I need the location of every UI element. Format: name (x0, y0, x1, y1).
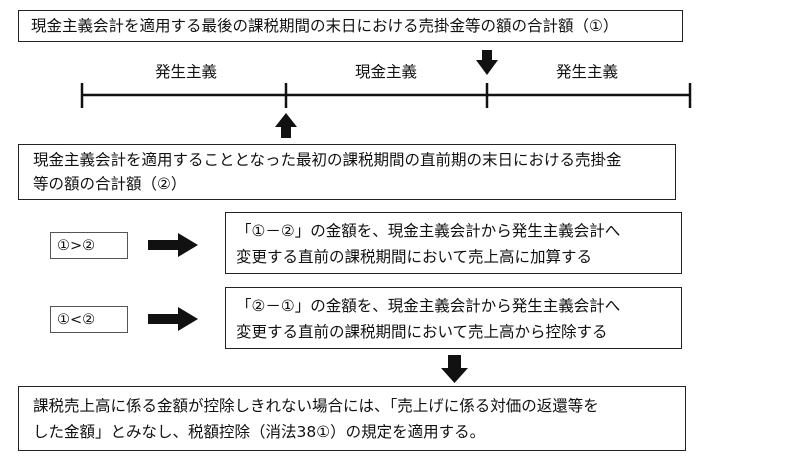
tax-credit-rule-line2: した金額」とみなし、税額控除（消法38①）の規定を適用する。 (33, 423, 486, 441)
tax-credit-rule-line1: 課税売上高に係る金額が控除しきれない場合には、「売上げに係る対価の返還等を (33, 397, 599, 415)
result-box-add: 「①－②」の金額を、現金主義会計から発生主義会計へ 変更する直前の課税期間におい… (225, 212, 682, 274)
timeline-label-cash: 現金主義 (355, 63, 418, 81)
timeline-label-accrual-after: 発生主義 (556, 63, 619, 81)
first-cash-period-receivables-line2: 等の額の合計額（②） (33, 175, 187, 193)
tax-credit-rule-box: 課税売上高に係る金額が控除しきれない場合には、「売上げに係る対価の返還等を した… (18, 386, 686, 451)
result-line2: 変更する直前の課税期間において売上高から控除する (236, 323, 608, 341)
first-cash-period-receivables-line1: 現金主義会計を適用することとなった最初の課税期間の直前期の末日における売掛金 (33, 151, 622, 169)
timeline-label-accrual-before: 発生主義 (155, 63, 218, 81)
condition-box-less: ①<② (50, 306, 128, 333)
condition-text: ①<② (57, 312, 96, 328)
last-cash-period-receivables-box: 現金主義会計を適用する最後の課税期間の末日における売掛金等の額の合計額（①） (18, 10, 683, 42)
right-arrow-icon (148, 233, 198, 257)
result-box-deduct: 「②－①」の金額を、現金主義会計から発生主義会計へ 変更する直前の課税期間におい… (225, 287, 682, 349)
down-arrow-icon (476, 50, 498, 75)
last-cash-period-receivables-text: 現金主義会計を適用する最後の課税期間の末日における売掛金等の額の合計額（①） (31, 17, 619, 35)
result-line2: 変更する直前の課税期間において売上高に加算する (236, 248, 593, 266)
condition-text: ①>② (57, 238, 96, 254)
condition-box-greater: ①>② (50, 232, 128, 259)
down-arrow-icon (441, 355, 468, 383)
up-arrow-icon (275, 113, 297, 138)
result-line1: 「①－②」の金額を、現金主義会計から発生主義会計へ (236, 222, 621, 240)
result-line1: 「②－①」の金額を、現金主義会計から発生主義会計へ (236, 297, 621, 315)
first-cash-period-receivables-box: 現金主義会計を適用することとなった最初の課税期間の直前期の末日における売掛金 等… (18, 144, 676, 200)
right-arrow-icon (148, 307, 198, 331)
